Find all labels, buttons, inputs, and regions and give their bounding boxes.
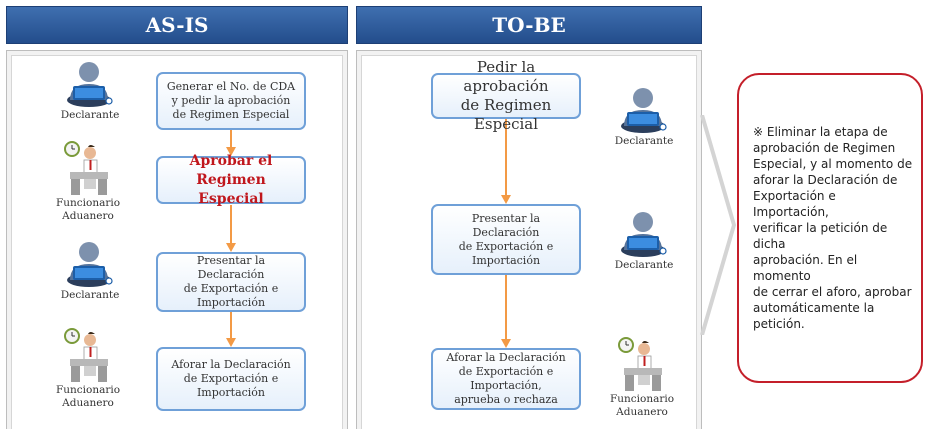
actor-label: Declarante — [60, 289, 120, 301]
asis-actor-funcionario-2: Funcionario Aduanero — [53, 327, 123, 410]
funcionario-icon — [64, 141, 109, 196]
asis-actor-funcionario-1: Funcionario Aduanero — [53, 140, 123, 223]
funcionario-icon — [618, 337, 663, 392]
actor-label: Funcionario Aduanero — [55, 197, 121, 222]
asis-step-1: Generar el No. de CDA y pedir la aprobac… — [156, 72, 306, 130]
actor-label: Declarante — [60, 109, 120, 121]
actor-label: Declarante — [614, 135, 674, 147]
declarante-icon — [620, 211, 667, 258]
tobe-actor-funcionario-1: Funcionario Aduanero — [607, 336, 677, 419]
tobe-actor-declarante-1: Declarante — [609, 86, 679, 148]
actor-label: Funcionario Aduanero — [609, 393, 675, 418]
asis-actor-declarante-2: Declarante — [55, 240, 125, 302]
declarante-icon — [620, 87, 667, 134]
asis-step-2: Aprobar el Regimen Especial — [156, 153, 306, 207]
tobe-step-3: Aforar la Declaración de Exportación e I… — [431, 348, 581, 410]
asis-actor-declarante-1: Declarante — [55, 60, 125, 122]
tobe-header: TO-BE — [356, 6, 702, 44]
asis-header-label: AS-IS — [145, 13, 209, 37]
tobe-step-2: Presentar la Declaración de Exportación … — [431, 204, 581, 275]
declarante-icon — [66, 61, 113, 108]
tobe-header-label: TO-BE — [492, 13, 566, 37]
chevron-right-icon — [700, 115, 736, 335]
note-text: ※ Eliminar la etapa de aprobación de Reg… — [753, 125, 913, 331]
actor-label: Declarante — [614, 259, 674, 271]
asis-step-3: Presentar la Declaración de Exportación … — [156, 252, 306, 312]
asis-header: AS-IS — [6, 6, 348, 44]
actor-label: Funcionario Aduanero — [55, 384, 121, 409]
note-box: ※ Eliminar la etapa de aprobación de Reg… — [737, 73, 923, 383]
asis-step-4: Aforar la Declaración de Exportación e I… — [156, 347, 306, 411]
funcionario-icon — [64, 328, 109, 383]
declarante-icon — [66, 241, 113, 288]
tobe-actor-declarante-2: Declarante — [609, 210, 679, 272]
tobe-step-1: Pedir la aprobación de Regimen Especial — [431, 58, 581, 133]
